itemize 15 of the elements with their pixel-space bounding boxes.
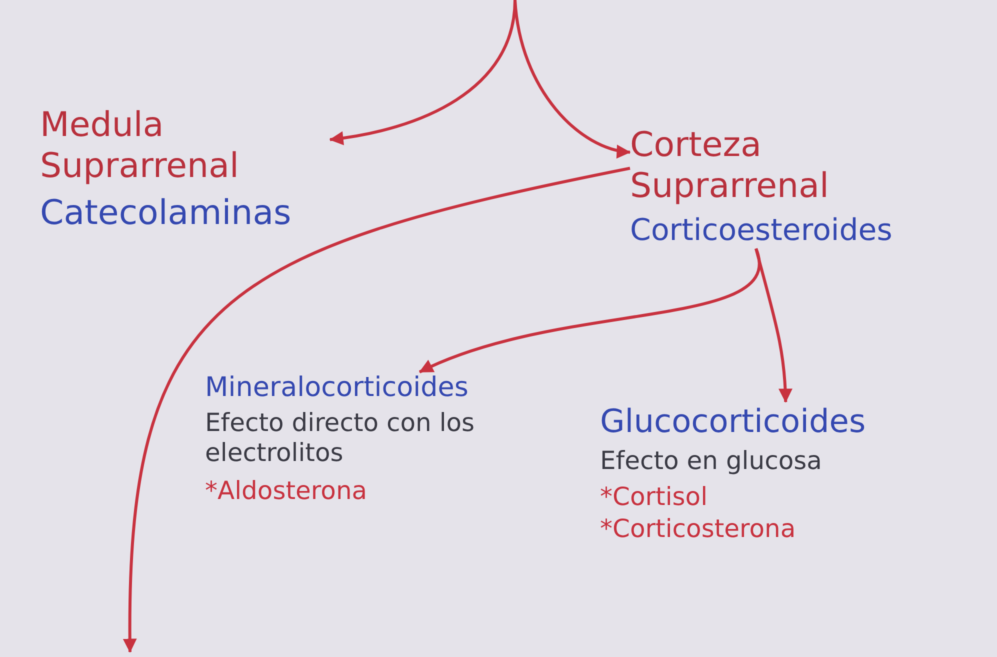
arrow bbox=[514, 0, 631, 158]
body-text: Catecolaminas bbox=[40, 192, 292, 234]
heading-text: Mineralocorticoides bbox=[205, 372, 468, 404]
list-item-text: *Corticosterona bbox=[600, 514, 796, 544]
arrow bbox=[123, 166, 630, 653]
list-item-text: *Aldosterona bbox=[205, 476, 368, 506]
heading-text: Medula Suprarrenal bbox=[40, 105, 240, 187]
heading-text: Corteza Suprarrenal bbox=[630, 125, 830, 207]
body-text: Efecto directo con los electrolitos bbox=[205, 408, 476, 468]
arrow bbox=[754, 248, 792, 403]
heading-text: Glucocorticoides bbox=[600, 402, 866, 440]
body-text: Corticoesteroides bbox=[630, 212, 892, 249]
list-item-text: *Cortisol bbox=[600, 482, 708, 512]
arrow bbox=[418, 248, 760, 374]
body-text: Efecto en glucosa bbox=[600, 446, 822, 476]
